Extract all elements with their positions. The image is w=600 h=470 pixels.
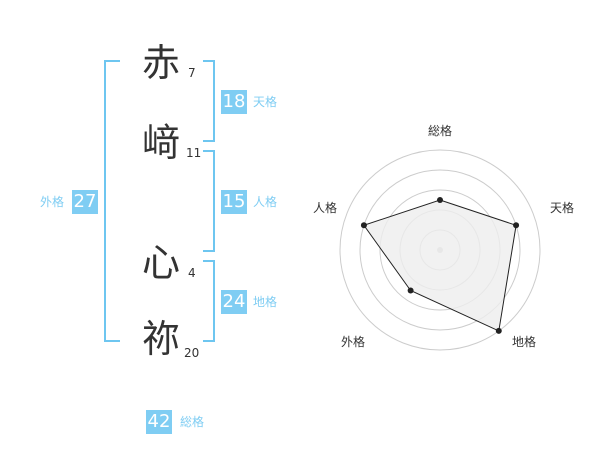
jinkaku-value: 15	[221, 190, 247, 214]
stroke-count-1: 7	[188, 66, 196, 80]
radar-point-2	[513, 222, 520, 229]
radar-polygon	[363, 199, 517, 332]
radar-ring	[359, 169, 521, 331]
gaikaku-value: 27	[72, 190, 98, 214]
stroke-count-2: 11	[186, 146, 202, 160]
tenkaku-value: 18	[221, 90, 247, 114]
chikaku-bracket	[203, 260, 215, 342]
radar-point-4	[407, 287, 414, 294]
chikaku-value: 24	[221, 290, 247, 314]
radar-point-1	[437, 197, 443, 203]
chikaku-label: 地格	[253, 295, 278, 309]
radar-label-gaikaku: 外格	[341, 335, 366, 349]
gaikaku-bracket	[104, 60, 120, 342]
radar-label-chikaku: 地格	[512, 335, 537, 349]
tenkaku-label: 天格	[253, 95, 278, 109]
gaikaku-label: 外格	[40, 195, 65, 209]
soukaku-label: 総格	[180, 415, 205, 429]
radar-label-soukaku: 総格	[428, 124, 453, 138]
radar-point-3	[495, 327, 502, 334]
radar-label-jinkaku: 人格	[313, 201, 338, 215]
stroke-count-4: 20	[184, 346, 200, 360]
radar-ring	[339, 149, 541, 351]
radar-point-5	[360, 222, 367, 229]
stroke-count-3: 4	[188, 266, 196, 280]
soukaku-value: 42	[146, 410, 172, 434]
name-char-3: 心	[141, 241, 180, 285]
name-char-2: 﨑	[141, 121, 180, 165]
name-char-1: 赤	[141, 41, 180, 85]
jinkaku-bracket	[203, 150, 215, 252]
name-char-4: 祢	[141, 317, 180, 361]
radar-label-tenkaku: 天格	[550, 201, 575, 215]
jinkaku-label: 人格	[253, 195, 278, 209]
tenkaku-bracket	[203, 60, 215, 142]
